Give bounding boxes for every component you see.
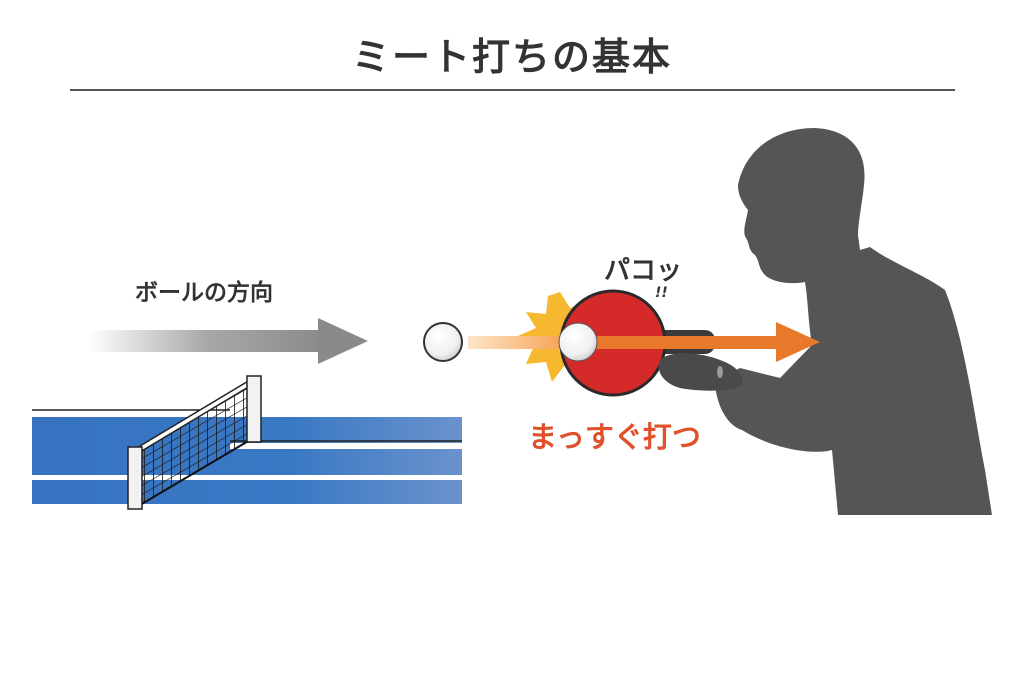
sound-effect-label: パコッ — [604, 250, 682, 287]
ball-direction-label: ボールの方向 — [135, 280, 273, 306]
instruction-label: まっすぐ打つ — [528, 420, 701, 454]
player-silhouette — [715, 128, 992, 515]
net-post-right — [246, 375, 262, 443]
page-title: ミート打ちの基本 — [351, 35, 672, 79]
title-divider — [70, 89, 955, 91]
net-post-left — [127, 446, 143, 510]
hit-ball-icon — [558, 322, 598, 362]
hit-direction-arrow — [468, 322, 820, 362]
net — [127, 375, 262, 510]
ball-icon — [423, 322, 463, 362]
thumbnail — [717, 366, 723, 378]
hand — [658, 353, 743, 391]
sound-marks: !! — [655, 285, 668, 301]
ball-direction-arrow — [88, 318, 368, 364]
sound-effect-text: パコッ — [604, 256, 683, 286]
